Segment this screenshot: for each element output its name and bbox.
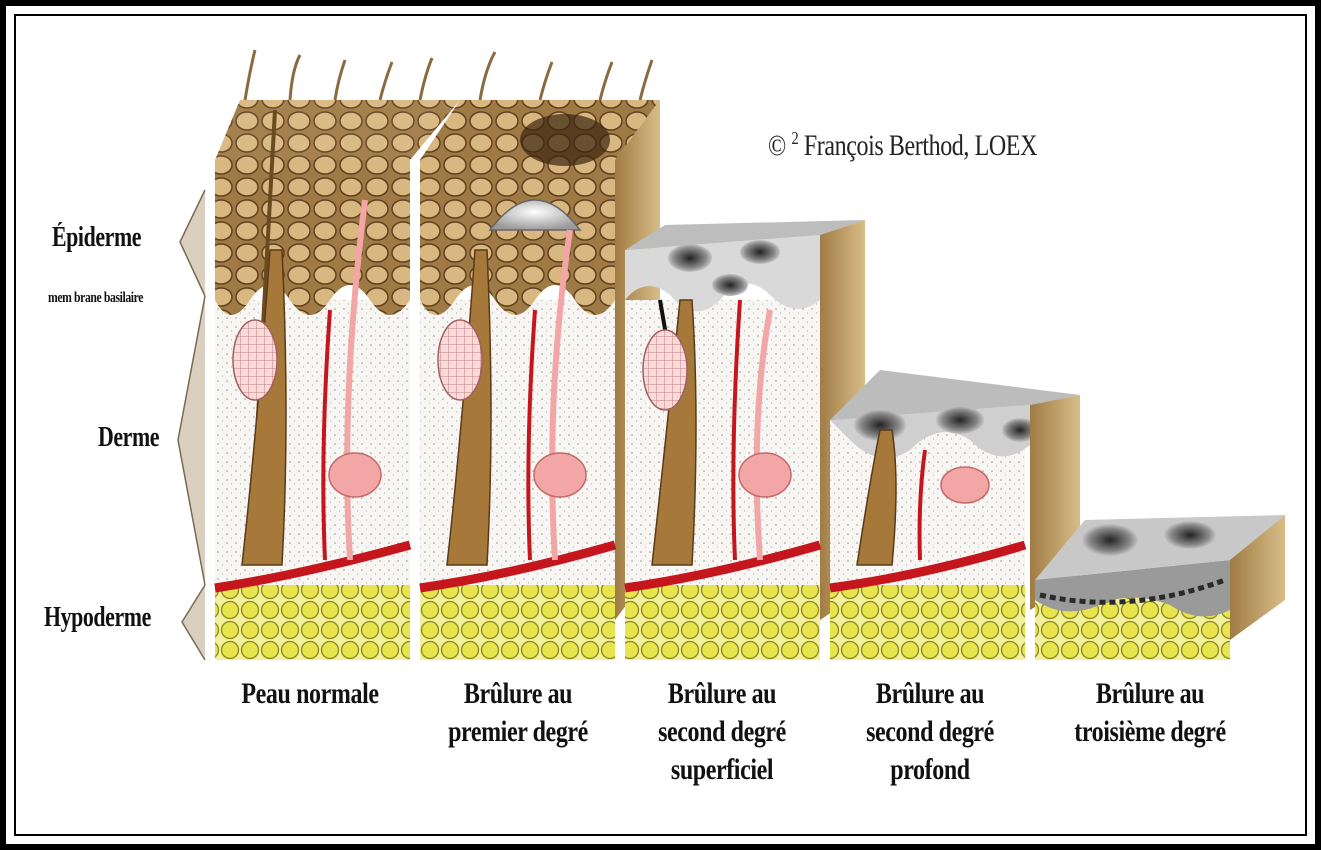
stage-caption-1: Peau normale	[214, 675, 406, 713]
label-dermis: Derme	[98, 422, 159, 454]
stage-caption-line: second degré	[626, 713, 818, 751]
block-third-degree	[1035, 515, 1285, 660]
layer-brackets	[178, 190, 205, 660]
copyright-credit: © 2 François Berthod, LOEX	[768, 128, 1037, 163]
stage-caption-line: profond	[834, 751, 1026, 789]
label-basement-membrane: mem brane basilaire	[48, 290, 143, 307]
stage-caption-line: Brûlure au	[626, 675, 818, 713]
label-hypodermis: Hypoderme	[44, 602, 151, 634]
stage-caption-line: superficiel	[626, 751, 818, 789]
label-epidermis: Épiderme	[52, 222, 141, 254]
stage-caption-line: troisième degré	[1054, 713, 1246, 751]
stage-caption-line: premier degré	[422, 713, 614, 751]
stage-caption-line: Brûlure au	[1054, 675, 1246, 713]
stage-caption-line: Brûlure au	[422, 675, 614, 713]
block-second-degree-superficial	[625, 220, 865, 660]
stage-caption-line: second degré	[834, 713, 1026, 751]
stage-caption-line: Brûlure au	[834, 675, 1026, 713]
stage-caption-line: Peau normale	[214, 675, 406, 713]
block-first-degree	[420, 52, 660, 660]
